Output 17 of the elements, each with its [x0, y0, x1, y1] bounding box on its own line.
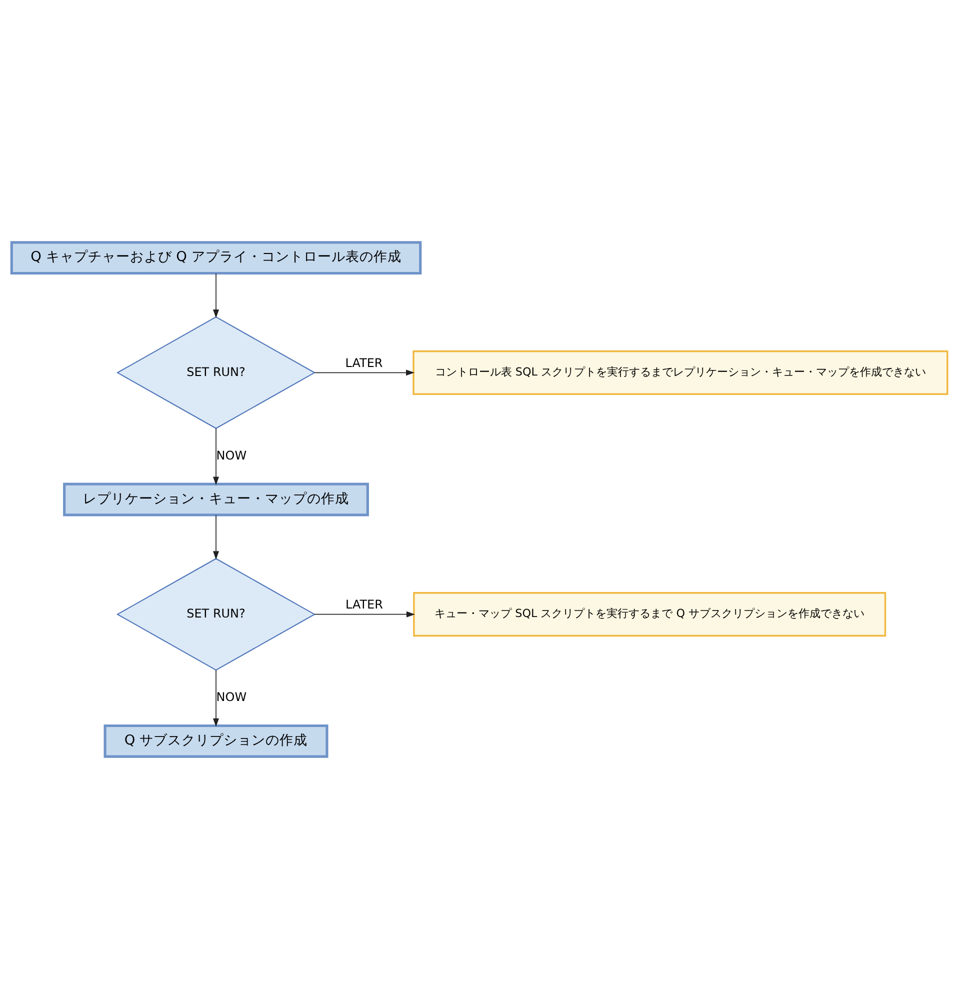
- node-diamond: SET RUN?: [116, 558, 316, 670]
- arrow: [213, 427, 219, 485]
- node-box: レプリケーション・キュー・マップの作成: [63, 482, 369, 516]
- edge-label: NOW: [216, 690, 247, 704]
- node-diamond: SET RUN?: [116, 316, 316, 428]
- arrow: [213, 669, 219, 726]
- edge-label: NOW: [216, 448, 247, 462]
- node-box: キュー・マップ SQL スクリプトを実行するまで Q サブスクリプションを作成できない: [413, 592, 886, 636]
- node-box: Q キャプチャーおよび Q アプライ・コントロール表の作成: [10, 240, 422, 274]
- node-box: コントロール表 SQL スクリプトを実行するまでレプリケーション・キュー・マップを作成できない: [412, 350, 948, 394]
- edge-label: LATER: [345, 355, 383, 370]
- edge-label: LATER: [346, 597, 383, 611]
- arrow: [314, 369, 415, 376]
- arrow: [213, 514, 219, 560]
- arrow: [314, 610, 416, 617]
- arrow: [213, 272, 219, 318]
- node-box: Q サブスクリプションの作成: [104, 724, 328, 758]
